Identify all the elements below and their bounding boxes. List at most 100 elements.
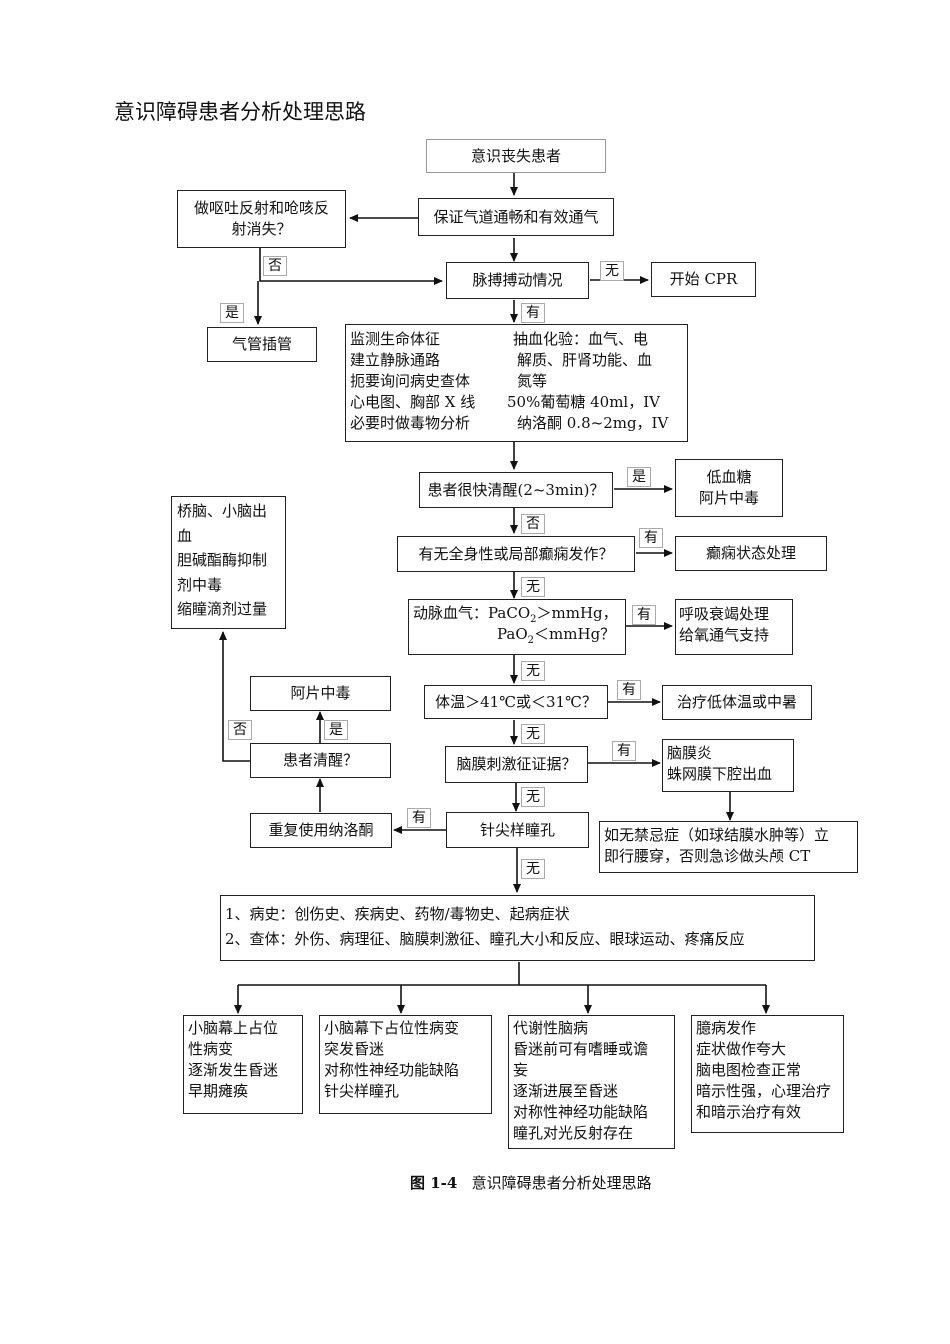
label-none-pulse: 无 <box>600 261 624 281</box>
label-yes-intubate: 是 <box>220 303 244 323</box>
node-lumbar-line1: 如无禁忌症（如球结膜水肿等）立 <box>604 826 830 844</box>
node-pons-line2: 血 <box>177 526 193 545</box>
node-mening-q-text: 脑膜刺激征证据？ <box>456 755 577 773</box>
node-airway-text: 保证气道通畅和有效通气 <box>433 207 599 226</box>
node-mening-dx-line2: 蛛网膜下腔出血 <box>667 765 773 783</box>
node-intubation: 气管插管 <box>207 327 317 362</box>
node-hypoglycemia: 低血糖 阿片中毒 <box>675 459 783 517</box>
cat2-line3: 对称性神经功能缺陷 <box>324 1061 460 1079</box>
node-start-text: 意识丧失患者 <box>470 146 561 165</box>
node-temp-q: 体温＞41℃或＜31℃？ <box>424 685 608 719</box>
node-naloxone: 重复使用纳洛酮 <box>250 813 392 848</box>
cat4-line2: 症状做作夸大 <box>696 1040 787 1058</box>
figure-caption: 图 1-4 意识障碍患者分析处理思路 <box>410 1172 652 1193</box>
monitor-right-1: 抽血化验：血气、电 <box>513 330 649 348</box>
node-pons-line1: 桥脑、小脑出 <box>177 502 268 520</box>
cat1-line4: 早期瘫痪 <box>188 1082 249 1100</box>
cat2-line1: 小脑幕下占位性病变 <box>324 1019 460 1037</box>
label-no-pinpoint: 无 <box>521 859 545 879</box>
node-resp-tx: 呼吸衰竭处理 给氧通气支持 <box>675 599 793 655</box>
node-awake-q: 患者清醒？ <box>250 743 391 778</box>
node-abg-line1: 动脉血气：PaCO2＞mmHg， <box>413 603 621 625</box>
abg-paco2-sub: 2 <box>530 614 537 625</box>
label-has-mening: 有 <box>612 741 636 761</box>
label-has-temp: 有 <box>617 680 641 700</box>
node-seizure-tx: 癫痫状态处理 <box>675 536 827 571</box>
label-no-awake: 否 <box>521 514 545 534</box>
node-history-line1: 1、病史：创伤史、疾病史、药物/毒物史、起病症状 <box>225 905 570 923</box>
abg-pao2-tail: ＜mmHg？ <box>534 625 616 643</box>
node-opiate: 阿片中毒 <box>250 676 391 711</box>
node-pons-line5: 缩瞳滴剂过量 <box>177 600 268 618</box>
node-temp-tx: 治疗低体温或中暑 <box>662 685 812 720</box>
node-monitor-right: 抽血化验：血气、电 解质、肝肾功能、血 氮等 50%葡萄糖 40ml，IV 纳洛… <box>507 329 683 434</box>
node-pons-line3: 胆碱酯酶抑制 <box>177 551 268 569</box>
node-naloxone-text: 重复使用纳洛酮 <box>268 821 374 839</box>
cat3-line1: 代谢性脑病 <box>513 1019 589 1037</box>
cat1-line3: 逐渐发生昏迷 <box>188 1061 279 1079</box>
figure-number: 图 1-4 <box>410 1174 458 1192</box>
label-no-temp: 无 <box>521 724 545 744</box>
node-pinpoint: 针尖样瞳孔 <box>446 812 589 848</box>
figure-caption-text: 意识障碍患者分析处理思路 <box>471 1174 652 1192</box>
abg-paco2-tail: ＞mmHg， <box>536 604 618 622</box>
node-seizure-q-text: 有无全身性或局部癫痫发作？ <box>418 544 614 563</box>
abg-pao2: PaO <box>497 625 528 643</box>
label-has-seizure: 有 <box>639 528 663 548</box>
node-opiate-text: 阿片中毒 <box>290 684 351 702</box>
node-monitor-grid: 监测生命体征 建立静脉通路 扼要询问病史查体 心电图、胸部 X 线 必要时做毒物… <box>350 329 683 434</box>
cat3-line2: 昏迷前可有嗜睡或谵 <box>513 1040 649 1058</box>
node-abg-line2: PaO2＜mmHg？ <box>413 624 621 646</box>
label-yes-awake: 是 <box>627 467 651 487</box>
node-monitor-left: 监测生命体征 建立静脉通路 扼要询问病史查体 心电图、胸部 X 线 必要时做毒物… <box>350 329 513 434</box>
node-intubation-text: 气管插管 <box>231 335 292 353</box>
node-cpr: 开始 CPR <box>651 262 756 297</box>
label-no-seizure: 无 <box>521 577 545 597</box>
label-yes-awake2: 是 <box>324 720 348 740</box>
cat3-line6: 瞳孔对光反射存在 <box>513 1124 634 1142</box>
node-cat-infratentorial: 小脑幕下占位性病变 突发昏迷 对称性神经功能缺陷 针尖样瞳孔 <box>319 1015 492 1114</box>
node-hypo-line1: 低血糖 <box>706 468 752 486</box>
cat2-line4: 针尖样瞳孔 <box>324 1082 400 1100</box>
arrow-awake-pons <box>219 631 250 762</box>
node-lumbar-line2: 即行腰穿，否则急诊做头颅 CT <box>604 847 811 865</box>
monitor-left-5: 必要时做毒物分析 <box>350 414 471 432</box>
node-cat-metabolic: 代谢性脑病 昏迷前可有嗜睡或谵 妄 逐渐进展至昏迷 对称性神经功能缺陷 瞳孔对光… <box>508 1015 675 1149</box>
node-temp-q-text: 体温＞41℃或＜31℃？ <box>435 692 597 711</box>
node-pulse-text: 脉搏搏动情况 <box>472 271 563 289</box>
monitor-right-4: 50%葡萄糖 40ml，IV <box>507 393 660 411</box>
node-reflex-line2: 射消失？ <box>231 220 292 238</box>
cat4-line1: 臆病发作 <box>696 1019 757 1037</box>
node-monitor: 监测生命体征 建立静脉通路 扼要询问病史查体 心电图、胸部 X 线 必要时做毒物… <box>345 324 688 442</box>
label-no-mening: 无 <box>521 787 545 807</box>
node-pulse: 脉搏搏动情况 <box>446 262 589 299</box>
label-has-abg: 有 <box>632 605 656 625</box>
cat3-line3: 妄 <box>513 1061 529 1079</box>
node-seizure-q: 有无全身性或局部癫痫发作？ <box>397 536 635 572</box>
label-has-pinpoint: 有 <box>407 808 431 828</box>
node-mening-q: 脑膜刺激征证据？ <box>445 746 588 783</box>
cat1-line2: 性病变 <box>188 1040 234 1058</box>
label-has-pulse: 有 <box>521 303 545 323</box>
node-resp-line1: 呼吸衰竭处理 <box>679 605 770 623</box>
label-no-awake2: 否 <box>228 720 252 740</box>
node-cpr-text: 开始 CPR <box>669 270 738 288</box>
cat2-line2: 突发昏迷 <box>324 1040 385 1058</box>
monitor-right-5: 纳洛酮 0.8~2mg，IV <box>517 414 669 432</box>
node-pons-line4: 剂中毒 <box>177 575 223 594</box>
node-start: 意识丧失患者 <box>426 139 606 173</box>
monitor-left-3: 扼要询问病史查体 <box>350 372 471 390</box>
node-cat-supratentorial: 小脑幕上占位 性病变 逐渐发生昏迷 早期瘫痪 <box>183 1015 303 1114</box>
node-hypo-line2: 阿片中毒 <box>698 489 759 507</box>
node-history-line2: 2、查体：外伤、病理征、脑膜刺激征、瞳孔大小和反应、眼球运动、疼痛反应 <box>225 930 745 948</box>
cat4-line3: 脑电图检查正常 <box>696 1061 802 1079</box>
cat3-line4: 逐渐进展至昏迷 <box>513 1082 619 1100</box>
node-awake-quick: 患者很快清醒(2~3min)？ <box>419 472 613 508</box>
node-mening-dx: 脑膜炎 蛛网膜下腔出血 <box>662 739 794 792</box>
node-reflex: 做呕吐反射和呛咳反 射消失？ <box>177 190 346 248</box>
monitor-right-2: 解质、肝肾功能、血 <box>517 351 653 369</box>
node-awake-quick-text: 患者很快清醒(2~3min)？ <box>427 480 605 499</box>
node-history: 1、病史：创伤史、疾病史、药物/毒物史、起病症状 2、查体：外伤、病理征、脑膜刺… <box>220 895 815 961</box>
monitor-right-3: 氮等 <box>517 372 548 390</box>
